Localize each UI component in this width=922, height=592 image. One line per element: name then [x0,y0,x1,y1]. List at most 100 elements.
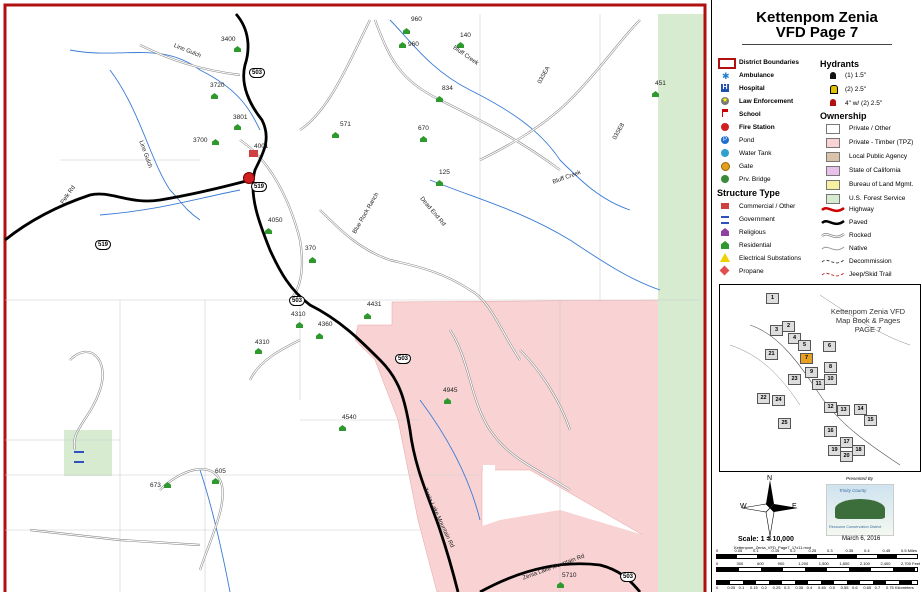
residential-icon[interactable] [211,93,218,99]
ambulance-icon: ✱ [722,71,730,81]
scale-tick-label: 0.3 [784,585,790,590]
compass-s: S [767,536,772,543]
residential-icon[interactable] [332,132,339,138]
residential-icon[interactable] [399,42,406,48]
legend-own-1: Private / Other [849,125,891,132]
page-tile-9[interactable]: 9 [805,367,818,378]
structure-label: 4431 [367,301,382,308]
water-tank-icon [721,149,729,157]
scale-tick-label: 0.55 [840,585,849,590]
legend-fire: Fire Station [739,124,775,131]
page-tile-23[interactable]: 23 [788,374,801,385]
structure-label: 4945 [443,387,458,394]
residential-icon[interactable] [234,46,241,52]
commercial-legend-icon [721,203,729,209]
map-canvas[interactable] [0,0,711,592]
page-tile-16[interactable]: 16 [824,426,837,437]
page-tile-8[interactable]: 8 [824,362,837,373]
page-tile-10[interactable]: 10 [824,374,837,385]
page-tile-20[interactable]: 20 [840,451,853,462]
page-tile-13[interactable]: 13 [837,405,850,416]
residential-icon[interactable] [255,348,262,354]
usfs-swatch [826,194,840,204]
residential-icon[interactable] [364,313,371,319]
structure-label: 4050 [268,217,283,224]
page-tile-5[interactable]: 5 [798,340,811,351]
scale-tick-label: 0.25 [808,548,817,553]
page-tile-25[interactable]: 25 [778,418,791,429]
native-roads [29,19,641,571]
scale-tick-label: 2,700 Feet [901,561,921,566]
page-tile-18[interactable]: 18 [852,445,865,456]
structure-label: 4310 [291,311,306,318]
residential-icon[interactable] [339,425,346,431]
page-tile-7-current[interactable]: 7 [800,353,813,364]
page-tile-24[interactable]: 24 [772,395,785,406]
private-timber-area-2 [440,510,660,592]
legend-commercial: Commercial / Other [739,203,796,210]
page-tile-11[interactable]: 11 [812,379,825,390]
residential-icon[interactable] [309,257,316,263]
index-map[interactable]: Kettenpom Zenia VFD Map Book & Pages PAG… [719,284,921,472]
residential-icon[interactable] [212,478,219,484]
commercial-icon[interactable] [249,150,258,157]
legend-school: School [739,111,761,118]
legend-law: Law Enforcement [739,98,794,105]
state-swatch [826,166,840,176]
scale-tick-label: 0.7 [874,585,881,590]
structure-label: 125 [439,169,450,176]
scale-tick-label: 0 [716,548,719,553]
residential-icon[interactable] [234,124,241,130]
page-tile-6[interactable]: 6 [823,341,836,352]
school-icon [722,109,731,117]
scale-tick-label: 0 [716,561,719,566]
residential-icon[interactable] [444,398,451,404]
residential-icon[interactable] [420,136,427,142]
map-frame[interactable]: 503 519 519 503 503 503 3400 960 960 140… [0,0,712,592]
route-shield: 503 [395,354,412,364]
page-tile-3[interactable]: 3 [770,325,783,336]
page-tile-2[interactable]: 2 [782,321,795,332]
page-tile-1[interactable]: 1 [766,293,779,304]
white-parcel [483,465,495,477]
residential-icon[interactable] [403,28,410,34]
residential-icon[interactable] [212,139,219,145]
page-tile-21[interactable]: 21 [765,349,778,360]
compass-e: E [792,503,797,510]
residential-icon[interactable] [652,91,659,97]
legend-own-3: Local Public Agency [849,153,908,160]
local-public-swatch [826,152,840,162]
page-tile-4[interactable]: 4 [788,333,801,344]
residential-icon[interactable] [296,322,303,328]
legend-own-6: U.S. Forest Service [849,195,906,202]
scale-tick-label: 1,500 [818,561,829,566]
fire-station-icon[interactable] [243,172,255,184]
legend-religious: Religious [739,229,766,236]
residential-icon[interactable] [316,333,323,339]
presented-by: Presented By [846,476,874,481]
route-shield: 503 [289,296,306,306]
structure-label: 370 [305,245,316,252]
residential-icon[interactable] [436,180,443,186]
page-tile-12[interactable]: 12 [824,402,837,413]
scale-tick-label: 1,200 [798,561,809,566]
legend-road-1: Highway [849,206,874,213]
residential-icon[interactable] [265,228,272,234]
residential-icon[interactable] [557,582,564,588]
government-icon[interactable] [74,451,84,463]
page-tile-17[interactable]: 17 [840,437,853,448]
residential-legend-icon [721,241,729,249]
residential-icon[interactable] [436,96,443,102]
map-file-name: Kettenpom_Zenia_VFD_Page7_17x11.mxd [734,545,812,550]
scale-tick-label: 0.4 [864,548,870,553]
page-tile-22[interactable]: 22 [757,393,770,404]
page-tile-19[interactable]: 19 [828,445,841,456]
residential-icon[interactable] [457,42,464,48]
legend-government: Government [739,216,775,223]
page-tile-15[interactable]: 15 [864,415,877,426]
fire-station-legend-icon [721,123,729,131]
legend-hydrant-3: 4" w/ (2) 2.5" [845,100,883,107]
residential-icon[interactable] [164,482,171,488]
page-tile-14[interactable]: 14 [854,404,867,415]
